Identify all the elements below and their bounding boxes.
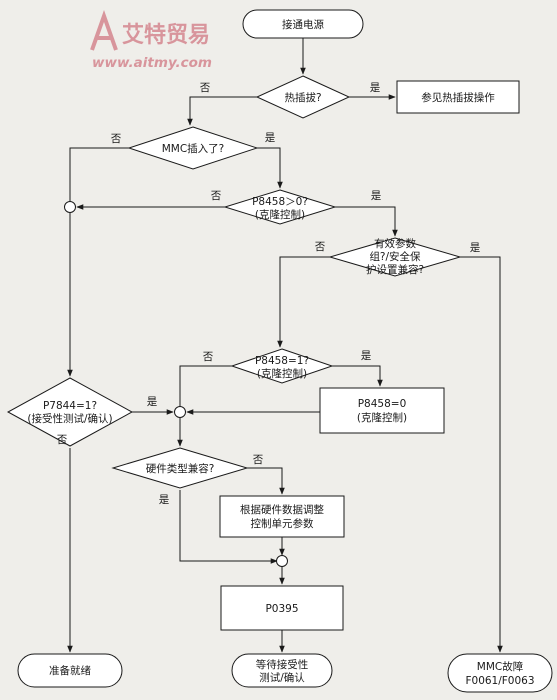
ready-label: 准备就绪: [49, 664, 91, 677]
watermark-url: www.aitmy.com: [92, 55, 212, 71]
p8458-eq1-decision: [230, 348, 334, 384]
junction: [276, 555, 288, 567]
p8458-set0-box: [319, 387, 445, 434]
no-label: 否: [253, 454, 264, 466]
p7844-question-line2: (接受性测试/确认): [27, 412, 112, 425]
p0395-label: P0395: [265, 603, 298, 615]
await-test-line1: 等待接受性: [256, 658, 309, 671]
p8458-set0-line1: P8458=0: [358, 398, 407, 410]
p7844-question-line1: P7844=1?: [43, 400, 97, 412]
p8458-gt0-question-line2: (克隆控制): [255, 208, 305, 221]
yes-label: 是: [371, 190, 382, 202]
no-label: 否: [200, 82, 211, 94]
start-label: 接通电源: [282, 18, 324, 31]
adjust-params-box: [219, 495, 345, 538]
hw-compat-question: 硬件类型兼容?: [146, 462, 215, 475]
hw-compat-decision: [111, 447, 249, 489]
p7844-decision: [6, 377, 134, 447]
valid-param-decision: [328, 237, 462, 277]
adjust-params-line2: 控制单元参数: [251, 517, 314, 530]
watermark-name: 艾特贸易: [122, 22, 210, 48]
no-label: 否: [211, 190, 222, 202]
hot-plug-action-label: 参见热插拔操作: [421, 91, 495, 104]
p8458-set0-line2: (克隆控制): [357, 411, 407, 424]
p0395-box: [220, 585, 344, 631]
ready-terminal: [17, 653, 123, 688]
no-label: 否: [111, 133, 122, 145]
yes-label: 是: [265, 132, 276, 144]
junction: [174, 406, 186, 418]
connectors: [67, 38, 503, 653]
await-test-terminal: [231, 653, 333, 688]
p8458-eq1-question-line2: (克隆控制): [257, 367, 307, 380]
yes-label: 是: [470, 242, 481, 254]
p8458-gt0-decision: [223, 189, 337, 225]
no-label: 否: [57, 434, 68, 446]
mmc-fault-line2: F0061/F0063: [465, 675, 534, 687]
yes-label: 是: [370, 82, 381, 94]
mmc-inserted-question: MMC插入了?: [162, 142, 225, 155]
mmc-fault-terminal: [447, 653, 553, 693]
yes-label: 是: [361, 350, 372, 362]
adjust-params-line1: 根据硬件数据调整: [240, 503, 324, 516]
start-node: [242, 9, 364, 39]
junction: [64, 201, 76, 213]
hot-plug-action-box: [396, 80, 520, 114]
yes-label: 是: [159, 494, 170, 506]
mmc-inserted-decision: [127, 126, 259, 170]
await-test-line2: 测试/确认: [259, 671, 305, 684]
valid-param-question-line1: 有效参数: [374, 237, 416, 250]
valid-param-question-line3: 护设置兼容?: [366, 263, 424, 276]
watermark: 艾特贸易 www.aitmy.com: [90, 9, 212, 71]
mmc-fault-line1: MMC故障: [477, 660, 524, 673]
yes-label: 是: [147, 396, 158, 408]
watermark-logo-icon: [90, 9, 118, 51]
no-label: 否: [203, 351, 214, 363]
valid-param-question-line2: 组?/安全保: [369, 250, 421, 263]
no-label: 否: [315, 241, 326, 253]
p8458-gt0-question-line1: P8458＞0?: [252, 196, 308, 208]
hot-plug-decision: [255, 75, 351, 119]
p8458-eq1-question-line1: P8458=1?: [255, 355, 309, 367]
hot-plug-question: 热插拔?: [284, 91, 321, 104]
